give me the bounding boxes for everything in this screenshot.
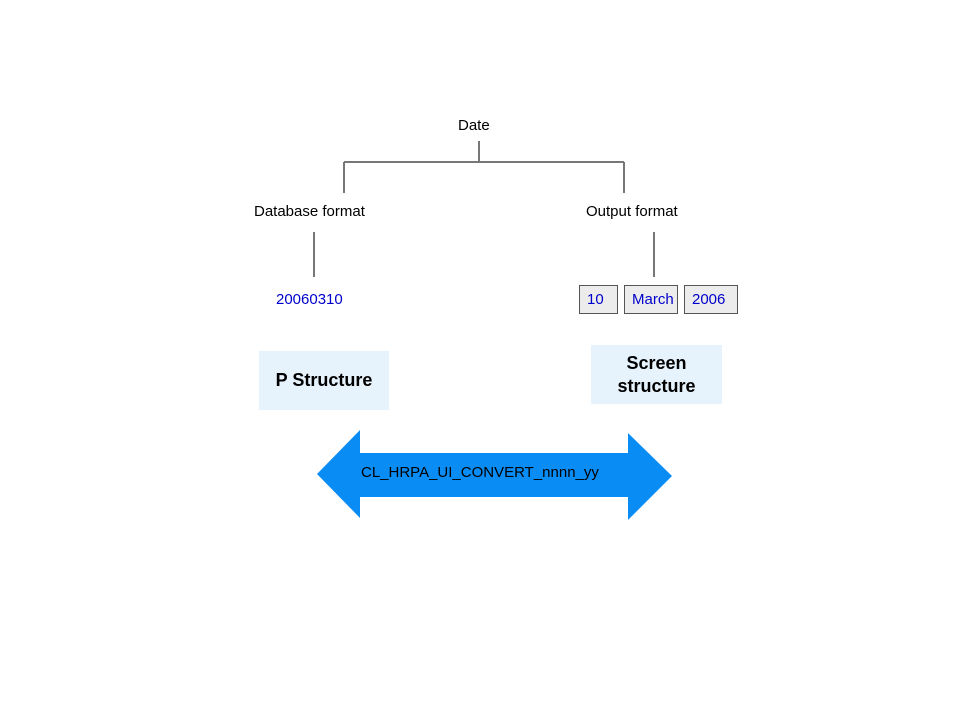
output-format-label: Output format [586, 203, 678, 220]
p-structure-panel: P Structure [259, 351, 389, 410]
root-date-label: Date [458, 117, 490, 134]
screen-structure-label: Screen structure [617, 352, 696, 396]
screen-structure-panel: Screen structure [591, 345, 722, 404]
output-field-day: 10 [579, 285, 618, 314]
double-arrow-shape [317, 430, 672, 520]
database-value: 20060310 [276, 291, 343, 308]
database-format-label: Database format [254, 203, 365, 220]
output-field-month: March [624, 285, 678, 314]
p-structure-label: P Structure [275, 370, 373, 390]
output-field-year: 2006 [684, 285, 738, 314]
arrow-label: CL_HRPA_UI_CONVERT_nnnn_yy [361, 464, 599, 481]
